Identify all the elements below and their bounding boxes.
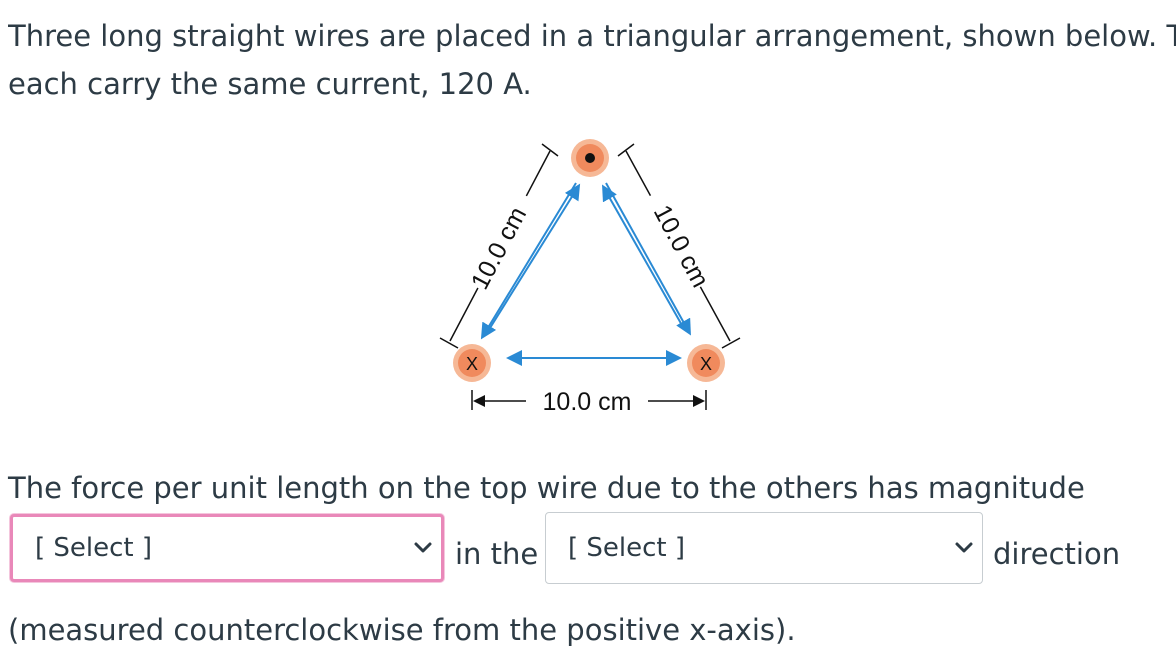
direction-select-value: [ Select ] [568,533,686,563]
measured-note: (measured counterclockwise from the posi… [8,613,796,647]
wire-triangle-figure: 10.0 cm 10.0 cm 10.0 cm X X [430,126,750,426]
magnitude-select-value: [ Select ] [35,533,153,563]
arrow-top-to-left [480,182,577,340]
direction-select[interactable]: [ Select ] [545,512,983,584]
in-the-text: in the [455,537,539,571]
left-dimension-cap-bottom [439,337,459,349]
question-line-1: Three long straight wires are placed in … [8,19,1176,53]
magnitude-select[interactable]: [ Select ] [10,514,444,582]
chevron-down-icon [955,542,973,553]
bottom-side-label: 10.0 cm [543,388,632,416]
force-prompt: The force per unit length on the top wir… [8,471,1085,505]
question-text: Three long straight wires are placed in … [8,12,1176,108]
left-dimension-cap-top [541,143,559,157]
bottom-right-wire [692,349,720,377]
right-dimension-cap-top [617,143,635,157]
question-line-2: each carry the same current, 120 A. [8,67,532,101]
arrow-top-to-right [605,182,691,336]
bottom-left-wire [458,349,486,377]
chevron-down-icon [414,542,432,553]
current-out-of-page-dot-icon [585,153,595,163]
direction-text: direction [993,537,1121,571]
bottom-left-wire-symbol: X [466,354,478,374]
arrow-left-to-top [489,183,581,329]
right-dimension-cap-bottom [721,337,741,349]
arrow-right-to-top [602,184,684,328]
right-label-bg [637,188,713,295]
wire-triangle-diagram: 10.0 cm 10.0 cm 10.0 cm X X [439,139,741,416]
bottom-right-wire-symbol: X [700,354,712,374]
left-label-bg [467,190,543,297]
